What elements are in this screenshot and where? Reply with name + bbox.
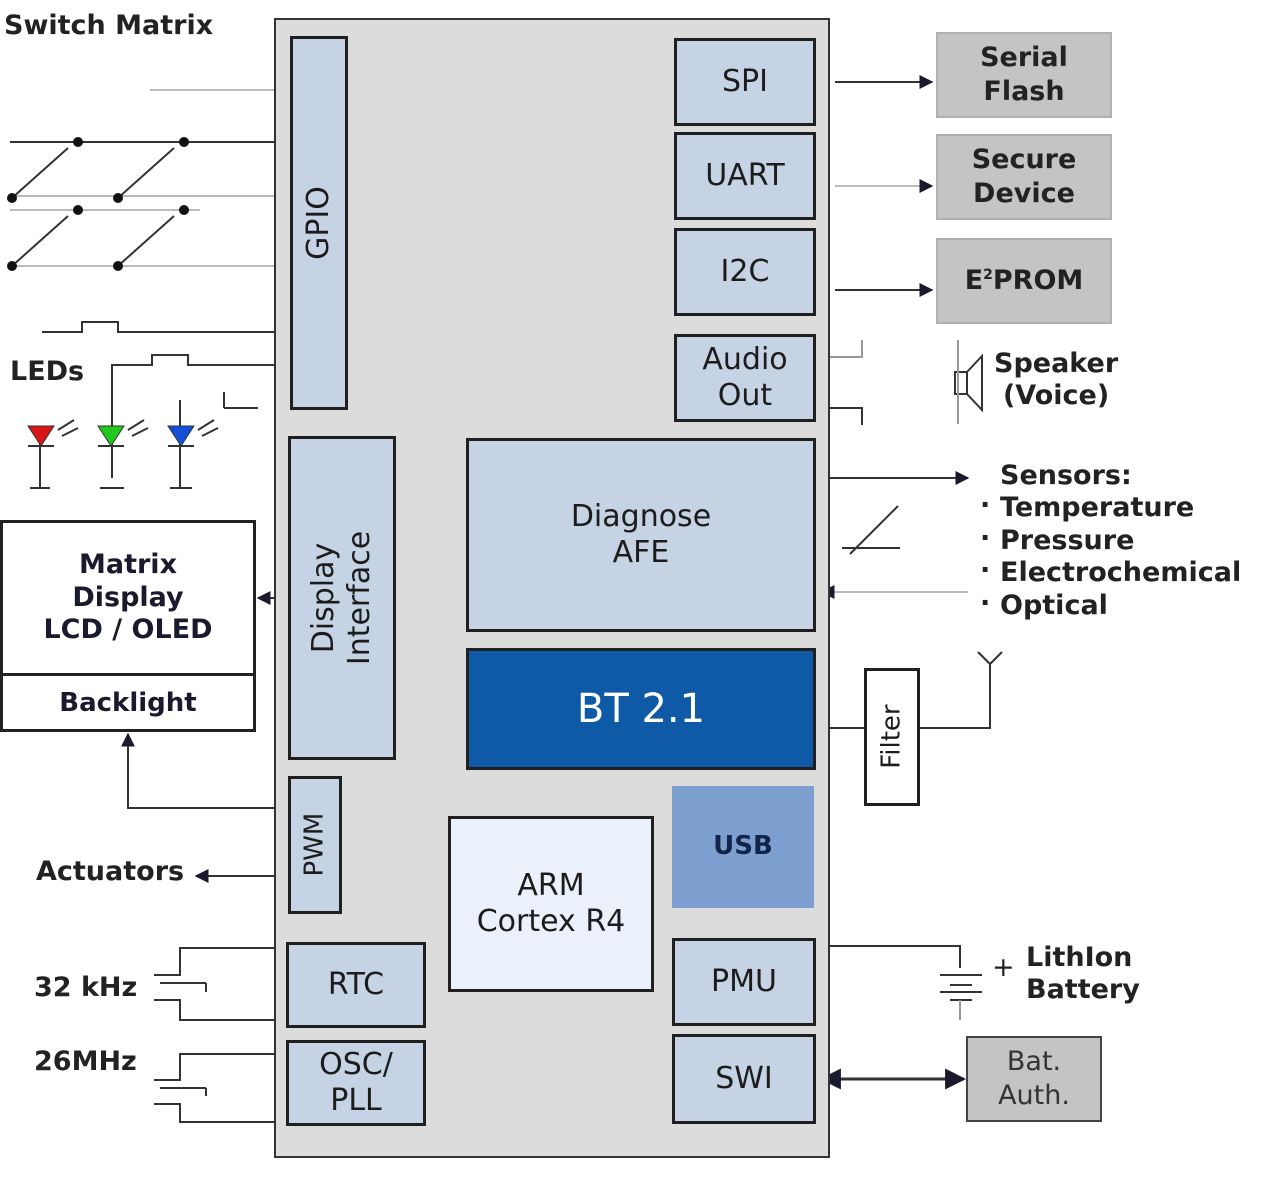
gpio-label: GPIO: [301, 186, 336, 260]
battery-line1: LithIon: [1026, 942, 1133, 973]
clock-26mhz-label: 26MHz: [34, 1046, 137, 1077]
audio-out-block: Audio Out: [674, 334, 816, 422]
i2c-block: I2C: [674, 228, 816, 316]
matrix-display-box: Matrix Display LCD / OLED: [0, 520, 256, 676]
diagnose-afe-line1: Diagnose: [570, 499, 712, 534]
arm-line2: Cortex R4: [476, 904, 626, 939]
pwm-label: PWM: [299, 813, 330, 877]
bt-label: BT 2.1: [576, 686, 706, 732]
matrix-display-line3: LCD / OLED: [43, 614, 213, 646]
sensor-item: Electrochemical: [980, 555, 1241, 589]
swi-label: SWI: [715, 1061, 773, 1096]
clock-32khz-label: 32 kHz: [34, 972, 138, 1003]
secure-device-box: Secure Device: [936, 134, 1112, 220]
switch-matrix-wiring: [10, 89, 290, 267]
spi-label: SPI: [722, 64, 768, 99]
crystal-32khz-wiring: [154, 947, 286, 1021]
sensors-list: Temperature Pressure Electrochemical Opt…: [980, 490, 1241, 622]
crystal-26mhz-wiring: [154, 1053, 286, 1123]
secure-device-line2: Device: [973, 178, 1075, 209]
bat-auth-box: Bat. Auth.: [966, 1036, 1102, 1122]
sensors-block-label: Sensors: Temperature Pressure Electroche…: [980, 460, 1241, 622]
arm-cortex-block: ARM Cortex R4: [448, 816, 654, 992]
sensor-item: Temperature: [980, 490, 1241, 524]
bt-block: BT 2.1: [466, 648, 816, 770]
pmu-block: PMU: [672, 938, 816, 1026]
display-interface-line2: Interface: [342, 530, 377, 666]
sensor-item: Optical: [980, 588, 1241, 622]
battery-label: LithIon Battery: [1026, 942, 1140, 1007]
display-interface-line1: Display: [306, 542, 341, 654]
backlight-arrow: [121, 732, 290, 809]
led-green-icon: [97, 419, 149, 447]
eeprom-label: E2PROM: [965, 264, 1084, 298]
rtc-label: RTC: [327, 967, 385, 1002]
eeprom-box: E2PROM: [936, 238, 1112, 324]
eeprom-superscript: 2: [983, 267, 993, 284]
usb-block: USB: [672, 786, 814, 908]
led-blue-icon: [167, 419, 219, 447]
bat-auth-line2: Auth.: [998, 1080, 1070, 1111]
speaker-symbol: [954, 340, 983, 424]
pmu-label: PMU: [711, 964, 777, 999]
speaker-label: Speaker (Voice): [994, 348, 1118, 413]
switch-matrix-label: Switch Matrix: [4, 10, 214, 41]
audio-out-line2: Out: [717, 378, 773, 413]
sensor-item: Pressure: [980, 523, 1241, 557]
filter-box: Filter: [864, 668, 920, 806]
uart-block: UART: [674, 132, 816, 220]
usb-label: USB: [713, 831, 773, 862]
audio-out-line1: Audio: [702, 342, 788, 377]
spi-block: SPI: [674, 38, 816, 126]
arm-line1: ARM: [517, 868, 585, 903]
i2c-label: I2C: [720, 254, 770, 289]
led-red-icon: [27, 419, 79, 447]
rtc-block: RTC: [286, 942, 426, 1028]
leds-label: LEDs: [10, 356, 85, 387]
osc-pll-block: OSC/ PLL: [286, 1040, 426, 1126]
speaker-line1: Speaker: [994, 348, 1119, 379]
backlight-box: Backlight: [0, 676, 256, 732]
osc-line1: OSC/: [319, 1047, 393, 1082]
display-interface-block: Display Interface: [288, 436, 396, 760]
battery-plus: +: [992, 952, 1015, 983]
serial-flash-line1: Serial: [980, 42, 1068, 74]
bat-auth-line1: Bat.: [1006, 1046, 1062, 1078]
gpio-block: GPIO: [290, 36, 348, 410]
matrix-display-line2: Display: [72, 581, 184, 613]
sensors-title: Sensors:: [1000, 460, 1132, 491]
led-wiring: [30, 321, 290, 489]
osc-line2: PLL: [330, 1083, 382, 1118]
battery-line2: Battery: [1026, 974, 1140, 1006]
diagnose-afe-line2: AFE: [612, 535, 670, 570]
diagnose-afe-block: Diagnose AFE: [466, 438, 816, 632]
secure-device-line1: Secure: [971, 144, 1077, 176]
speaker-line2: (Voice): [1002, 380, 1110, 412]
filter-label: Filter: [876, 704, 907, 770]
actuators-label: Actuators: [36, 856, 185, 887]
uart-label: UART: [705, 158, 785, 193]
eeprom-suffix: PROM: [992, 265, 1084, 297]
serial-flash-box: Serial Flash: [936, 32, 1112, 118]
backlight-label: Backlight: [59, 687, 197, 718]
matrix-display-line1: Matrix: [79, 548, 177, 580]
serial-flash-line2: Flash: [983, 76, 1065, 107]
pwm-block: PWM: [288, 776, 342, 914]
swi-block: SWI: [672, 1034, 816, 1124]
eeprom-prefix: E: [964, 265, 984, 297]
